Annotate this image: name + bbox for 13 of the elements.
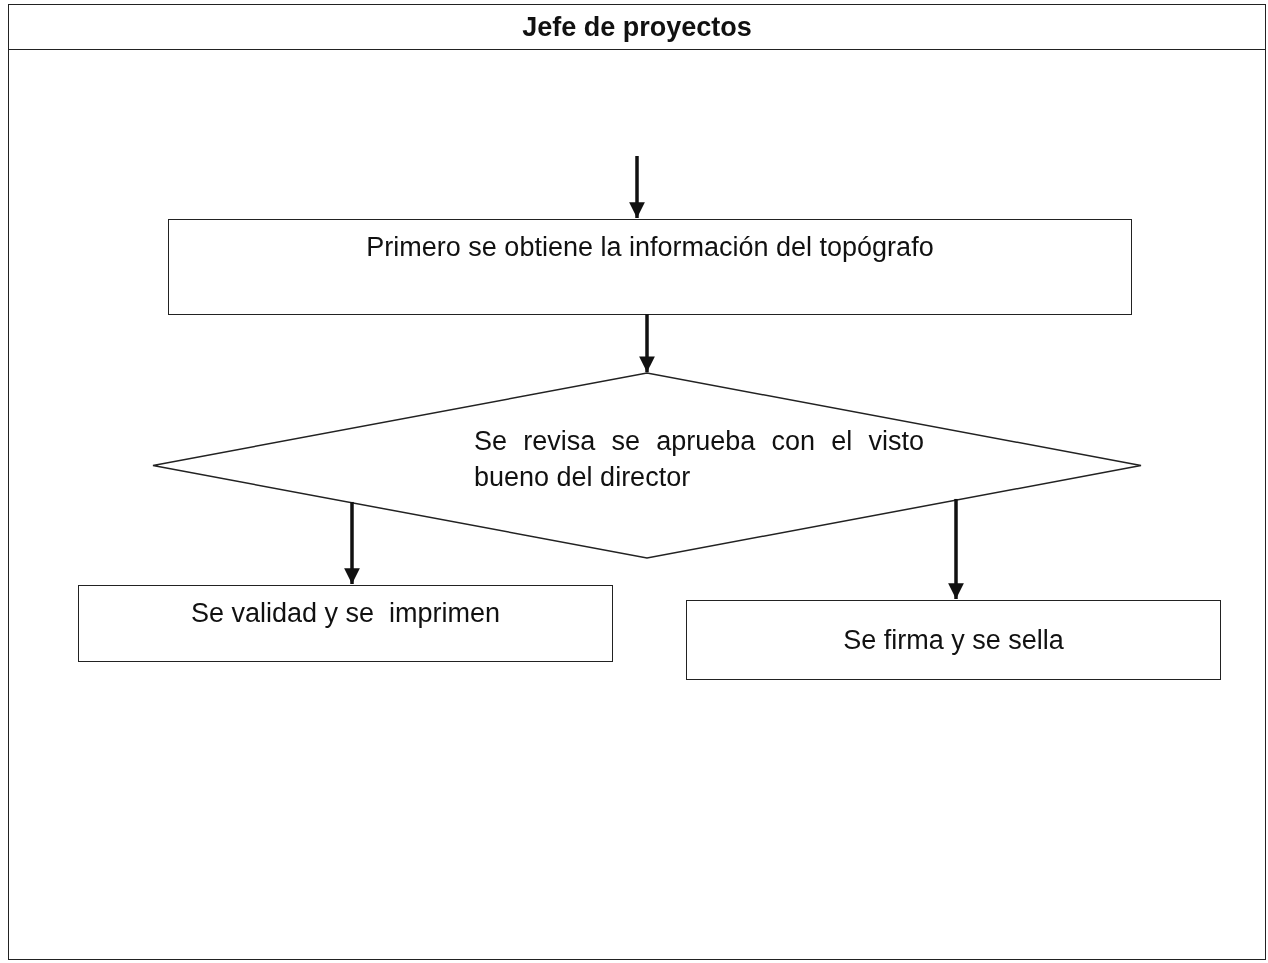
process-box <box>686 600 1221 680</box>
process-box <box>168 219 1132 315</box>
arrow <box>948 498 964 599</box>
lane-title: Jefe de proyectos <box>522 11 752 43</box>
process-box <box>78 585 613 662</box>
arrow <box>344 501 360 584</box>
swimlane <box>8 4 1266 960</box>
process-text: Primero se obtiene la información del topógrafo <box>366 232 934 263</box>
arrow <box>629 156 645 218</box>
process-text: Se validad y se imprimen <box>190 598 501 629</box>
decision-text: Se revisa se aprueba con el visto bueno del director <box>474 424 924 494</box>
arrow <box>639 314 655 373</box>
process-text: Se firma y se sella <box>843 624 1064 656</box>
